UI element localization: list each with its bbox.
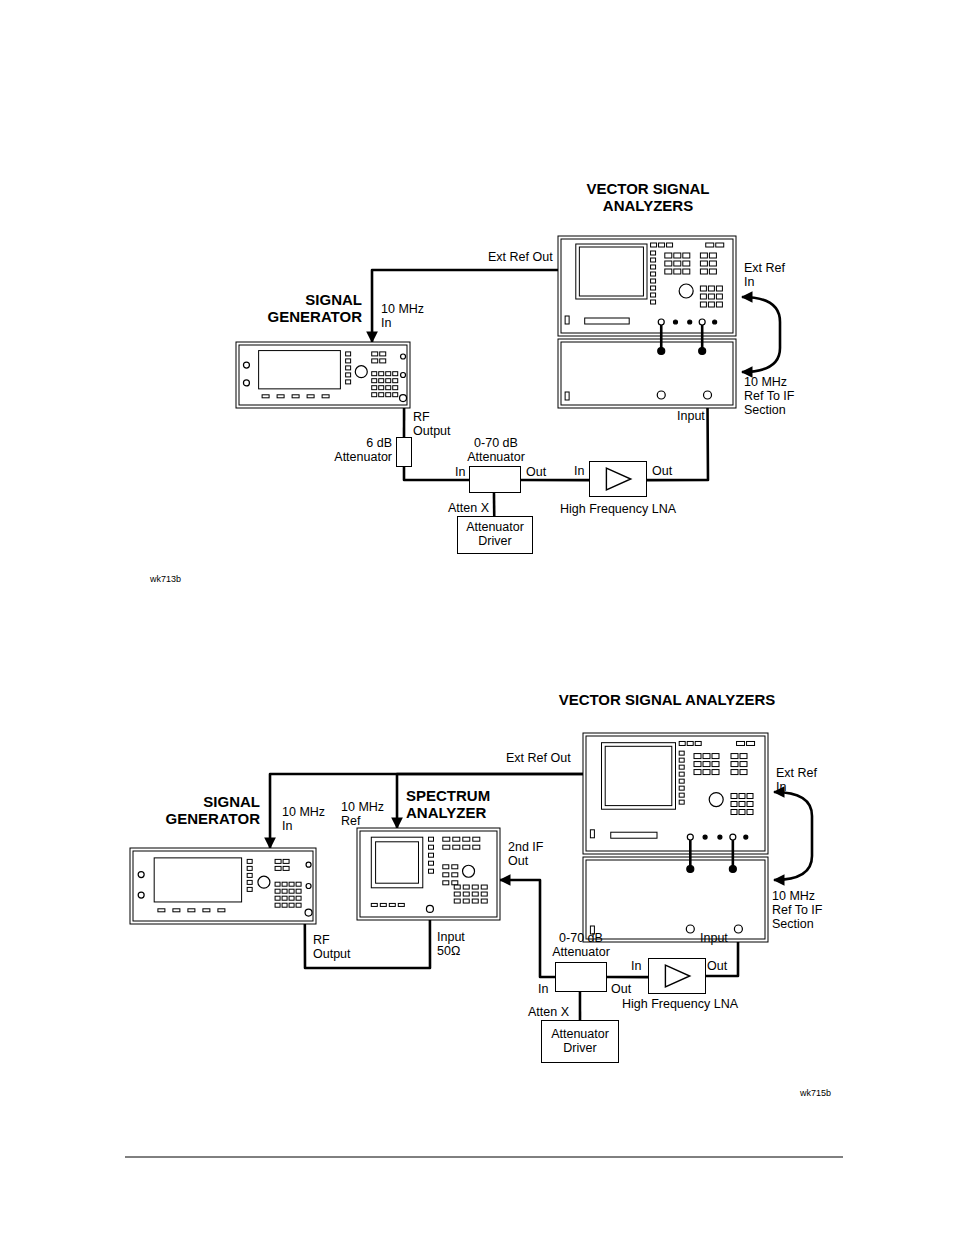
instrument-heading: SIGNAL GENERATOR: [258, 292, 362, 326]
signal-generator: SIGNAL GENERATOR: [236, 342, 410, 408]
spectrum-analyzer-drawing: [357, 828, 500, 920]
port-label: In: [574, 465, 584, 479]
ext-ref-loop: [774, 792, 812, 880]
vector-signal-analyzer: VECTOR SIGNAL ANALYZERS: [558, 236, 736, 408]
port-label: Out: [707, 960, 727, 974]
signal-generator-drawing: [130, 848, 316, 924]
port-label: 10 MHz Ref To IF Section: [772, 890, 832, 931]
footer-rule: [125, 1157, 843, 1158]
lna-amplifier: High Frequency LNA: [589, 461, 647, 497]
component-box-drawing: [469, 466, 521, 493]
port-label: wk715b: [800, 1089, 831, 1099]
instrument-heading: VECTOR SIGNAL ANALYZERS: [555, 181, 741, 215]
port-label: Ext Ref In: [776, 767, 824, 795]
vector-signal-analyzer-drawing: [583, 733, 768, 942]
port-label: 10 MHz In: [381, 303, 425, 331]
box-label: Attenuator Driver: [544, 1028, 616, 1056]
spectrum-analyzer: SPECTRUM ANALYZER: [357, 828, 500, 920]
cable: [403, 408, 406, 437]
port-label: Input: [677, 410, 705, 424]
port-label: Ext Ref Out: [488, 251, 553, 265]
port-label: In: [538, 983, 548, 997]
instrument-heading: High Frequency LNA: [617, 998, 743, 1012]
port-label: Atten X: [528, 1006, 569, 1020]
instrument-heading: 0-70 dB Attenuator: [458, 437, 534, 465]
cable: [404, 467, 469, 480]
component-box: Attenuator Driver: [457, 516, 533, 554]
box-label: Attenuator Driver: [460, 521, 530, 549]
instrument-heading: High Frequency LNA: [555, 503, 681, 517]
component-box: 0-70 dB Attenuator: [555, 962, 607, 992]
port-label: Out: [652, 465, 672, 479]
port-label: RF Output: [413, 411, 457, 439]
port-label: 10 MHz Ref To IF Section: [744, 376, 804, 417]
cable: [397, 774, 583, 828]
port-label: 10 MHz Ref: [341, 801, 389, 829]
cable: [305, 920, 430, 968]
port-label: Out: [526, 466, 546, 480]
cable: [579, 992, 582, 1020]
vector-signal-analyzer: VECTOR SIGNAL ANALYZERS: [583, 733, 768, 942]
signal-generator-drawing: [236, 342, 410, 408]
instrument-heading: VECTOR SIGNAL ANALYZERS: [536, 692, 798, 709]
cable: [607, 976, 648, 979]
port-label: Ext Ref In: [744, 262, 792, 290]
port-label: In: [455, 466, 465, 480]
port-label: 2nd IF Out: [508, 841, 554, 869]
cable: [500, 880, 555, 977]
instrument-heading: SIGNAL GENERATOR: [150, 794, 260, 828]
port-label: Ext Ref Out: [506, 752, 571, 766]
cable: [521, 479, 589, 482]
instrument-heading: SPECTRUM ANALYZER: [406, 788, 510, 822]
ext-ref-loop: [742, 297, 780, 372]
lna-amplifier: High Frequency LNA: [648, 958, 706, 994]
instrument-heading: 6 dB Attenuator: [326, 437, 392, 465]
instrument-heading: 0-70 dB Attenuator: [543, 932, 619, 960]
port-label: Atten X: [448, 502, 489, 516]
port-label: wk713b: [150, 575, 181, 585]
lna-amplifier-drawing: [648, 958, 706, 994]
component-box: 0-70 dB Attenuator: [469, 466, 521, 493]
component-box: 6 dB Attenuator: [396, 437, 412, 467]
cable: [647, 408, 708, 480]
component-box: Attenuator Driver: [541, 1020, 619, 1063]
port-label: RF Output: [313, 934, 359, 962]
port-label: Input 50Ω: [437, 931, 479, 959]
component-box-drawing: [555, 962, 607, 992]
component-box-drawing: [396, 437, 412, 467]
cable: [706, 942, 738, 976]
port-label: In: [631, 960, 641, 974]
cable: [493, 493, 496, 516]
cable: [372, 270, 558, 342]
vector-signal-analyzer-drawing: [558, 236, 736, 408]
lna-amplifier-drawing: [589, 461, 647, 497]
port-label: 10 MHz In: [282, 806, 326, 834]
port-label: Out: [611, 983, 631, 997]
signal-generator: SIGNAL GENERATOR: [130, 848, 316, 924]
port-label: Input: [700, 932, 728, 946]
